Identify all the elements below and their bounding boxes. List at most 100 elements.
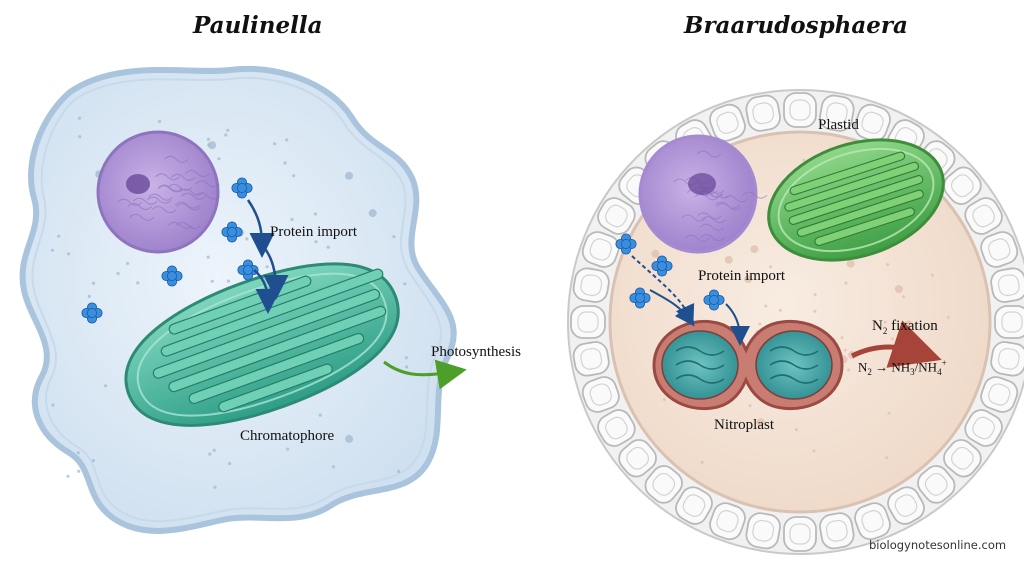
- vesicle: [286, 447, 290, 451]
- protein-molecule-icon: [651, 255, 673, 277]
- vesicle: [136, 281, 140, 285]
- protein-molecule-icon: [81, 302, 103, 324]
- vesicle: [894, 285, 903, 294]
- vesicle: [313, 212, 317, 216]
- vesicle: [802, 158, 806, 162]
- vesicle: [226, 279, 231, 283]
- vesicle: [76, 451, 80, 455]
- coccolith-plate: [854, 502, 891, 541]
- coccolith-plates: [570, 92, 1024, 552]
- vesicle: [794, 428, 798, 432]
- protein-molecule-icon: [629, 287, 651, 309]
- label-protein-import-left: Protein import: [270, 224, 358, 240]
- proteins-right: [615, 233, 725, 311]
- vesicle: [77, 116, 81, 120]
- vesicle: [764, 304, 768, 308]
- vesicle: [104, 384, 108, 388]
- vesicle: [886, 263, 890, 266]
- vesicle: [778, 308, 782, 312]
- vesicle: [754, 273, 758, 277]
- vesicle: [273, 142, 277, 146]
- coccolith-plate: [581, 231, 620, 268]
- import-arrow-icon: [649, 289, 695, 327]
- vesicle: [930, 273, 934, 277]
- label-reaction: N2 → NH3/NH4+: [858, 358, 947, 377]
- vesicle: [157, 119, 162, 124]
- coccolith-plate: [745, 94, 781, 132]
- vesicle: [91, 281, 96, 285]
- vesicle: [750, 245, 759, 254]
- protein-molecule-icon: [161, 265, 183, 287]
- coccolith-plate: [943, 439, 982, 478]
- vesicle: [91, 459, 95, 463]
- watermark: biologynotesonline.com: [869, 538, 1007, 552]
- import-arrow-icon: [253, 269, 281, 314]
- vesicle: [224, 133, 228, 137]
- import-arrow-icon: [251, 233, 289, 300]
- vesicle: [404, 356, 408, 360]
- coccolith-plate: [572, 341, 610, 377]
- vesicle: [217, 157, 221, 161]
- vesicle: [946, 315, 950, 319]
- coccolith-plate: [783, 516, 817, 552]
- protein-molecule-icon: [231, 177, 253, 199]
- coccolith-plate: [819, 94, 855, 132]
- vesicle: [87, 294, 91, 298]
- braarudosphaera-nucleus: [638, 134, 768, 254]
- vesicle: [57, 234, 61, 238]
- vesicle: [206, 255, 210, 259]
- vesicle: [890, 337, 894, 341]
- paulinella-nucleus: [96, 130, 220, 254]
- label-plastid: Plastid: [818, 117, 859, 133]
- coccolith-plate: [597, 409, 636, 447]
- vesicle: [226, 128, 230, 132]
- vesicle: [208, 141, 217, 150]
- vesicle: [228, 461, 232, 466]
- vesicle: [902, 295, 905, 299]
- vesicle: [331, 465, 335, 469]
- coccolith-plate: [994, 305, 1024, 339]
- vesicle: [326, 245, 330, 249]
- vesicle: [758, 322, 762, 326]
- vesicle: [206, 137, 211, 141]
- vesicle: [392, 235, 396, 239]
- coccolith-plate: [618, 439, 657, 478]
- coccolith-plate: [964, 409, 1003, 447]
- protein-molecule-icon: [615, 233, 637, 255]
- vesicle: [769, 265, 773, 269]
- output-arrow-icon: [383, 359, 467, 390]
- vesicle: [813, 293, 817, 297]
- vesicle: [265, 265, 269, 269]
- coccolith-plate: [980, 231, 1019, 268]
- vesicle: [887, 411, 891, 415]
- coccolith-plate: [887, 486, 925, 525]
- coccolith-plate: [581, 376, 620, 413]
- vesicle: [662, 398, 666, 402]
- vesicle: [883, 320, 887, 324]
- vesicle: [812, 449, 816, 453]
- label-protein-import-right: Protein import: [698, 268, 786, 284]
- vesicle: [290, 217, 294, 222]
- coccolith-plate: [644, 465, 683, 504]
- import-arrow-icon: [725, 303, 750, 346]
- vesicle: [885, 456, 889, 460]
- vesicle: [397, 469, 401, 474]
- coccolith-plate: [990, 341, 1024, 377]
- vesicle: [210, 279, 214, 283]
- vesicle: [77, 469, 81, 473]
- vesicle: [748, 404, 752, 408]
- vesicle: [116, 271, 120, 276]
- title-braarudosphaera: Braarudosphaera: [684, 12, 908, 39]
- label-nitroplast: Nitroplast: [714, 417, 774, 433]
- coccolith-plate: [709, 502, 746, 541]
- coccolith-plate: [570, 305, 606, 339]
- coccolith-plate: [675, 486, 713, 525]
- title-paulinella: Paulinella: [193, 12, 323, 39]
- coccolith-plate: [990, 267, 1024, 303]
- vesicle: [840, 336, 844, 340]
- vesicle: [283, 161, 287, 165]
- vesicle: [212, 448, 216, 452]
- vesicle: [843, 348, 847, 352]
- vesicle: [368, 209, 377, 218]
